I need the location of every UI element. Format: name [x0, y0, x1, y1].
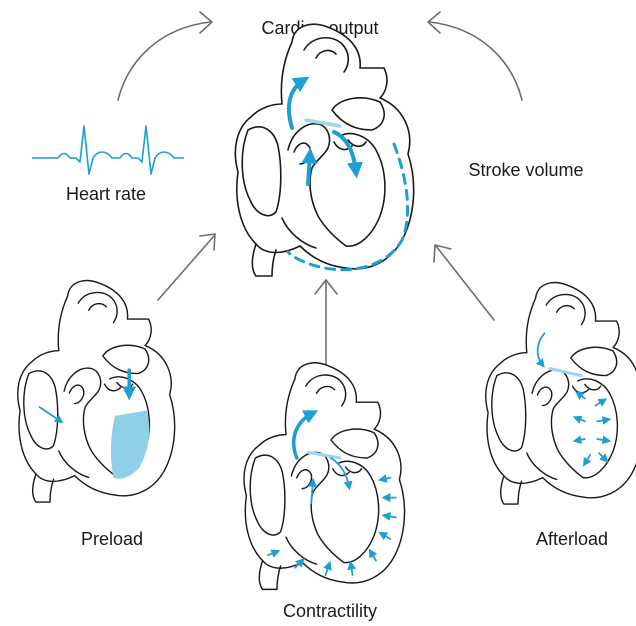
label-stroke-volume: Stroke volume	[468, 160, 583, 180]
connector-afterload-to-center	[434, 245, 494, 320]
ecg-trace-icon	[32, 126, 184, 174]
connector-preload-to-center	[158, 234, 215, 300]
connector-heart-rate-to-output	[118, 12, 212, 100]
label-contractility: Contractility	[283, 601, 377, 621]
label-heart-rate: Heart rate	[66, 184, 146, 204]
heart-preload	[18, 281, 175, 503]
arrow-right-ventricle	[308, 154, 310, 184]
heart-cardiac-output	[235, 24, 413, 276]
connector-contractility-to-center	[315, 280, 337, 368]
heart-afterload	[486, 283, 636, 505]
heart-contractility	[244, 363, 404, 590]
label-afterload: Afterload	[536, 529, 608, 549]
connector-stroke-volume-to-output	[428, 12, 522, 100]
label-preload: Preload	[81, 529, 143, 549]
